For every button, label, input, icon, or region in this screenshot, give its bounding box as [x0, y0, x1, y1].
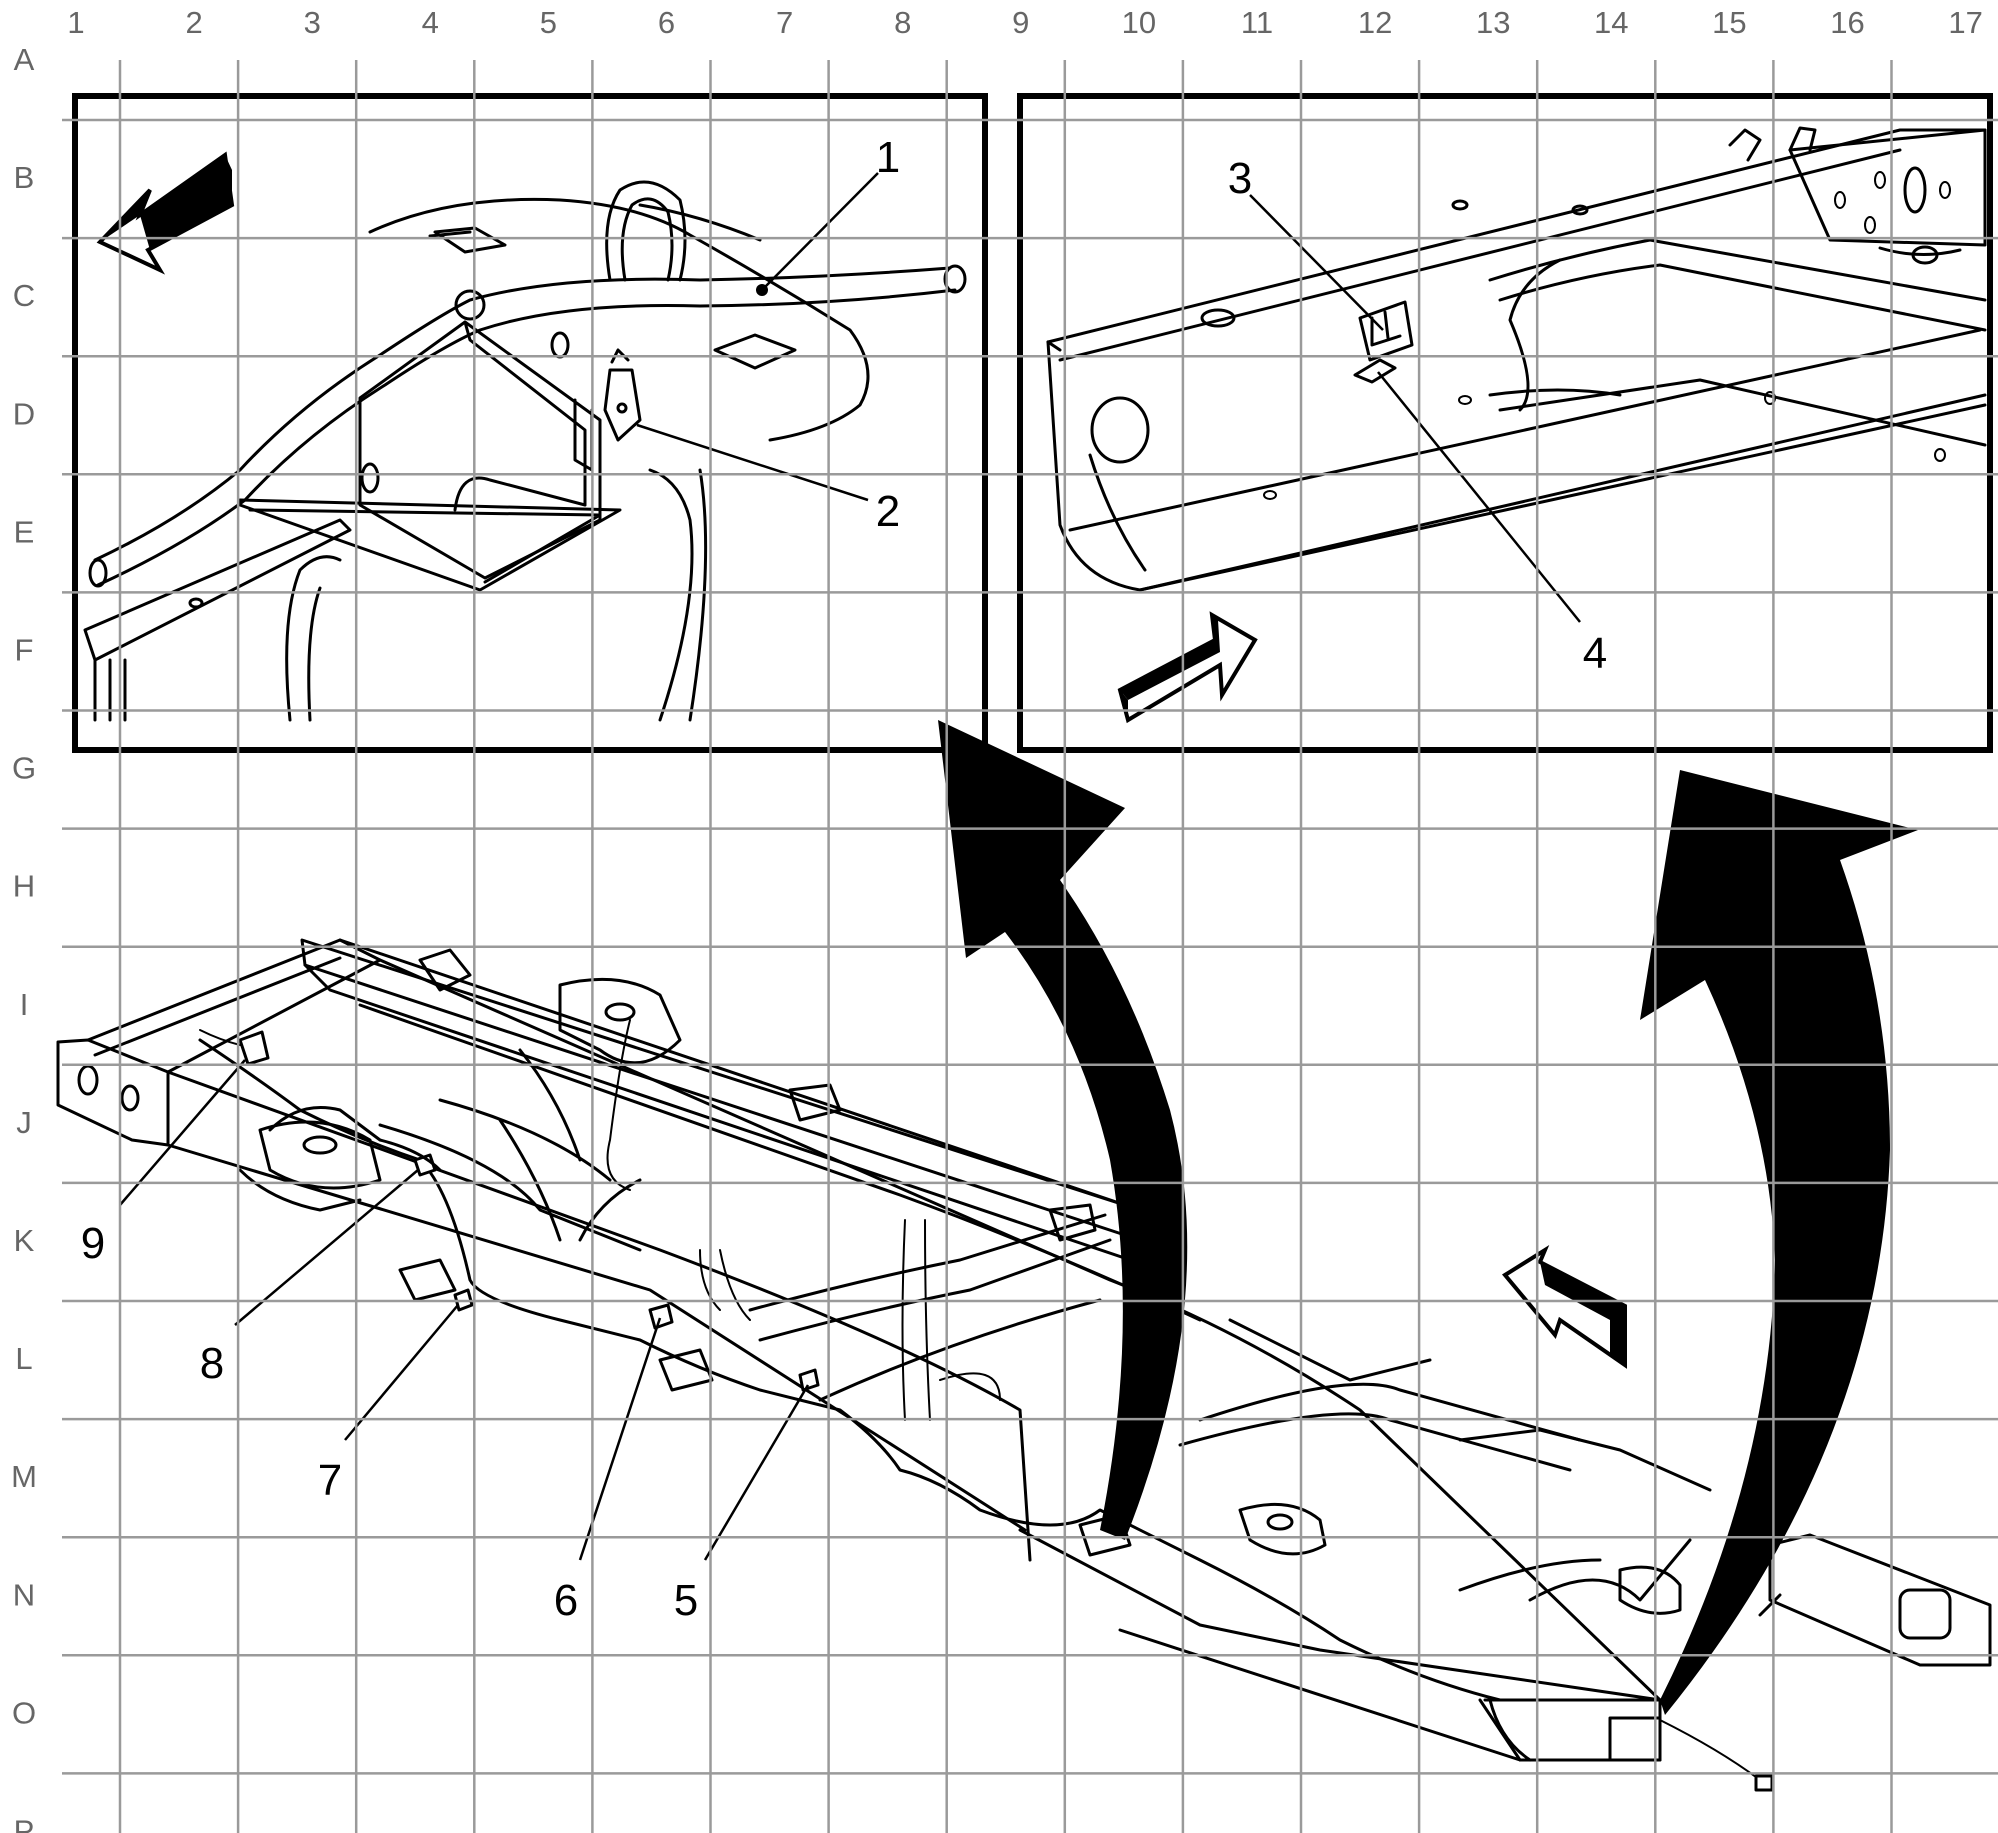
- grid-row-label: O: [12, 1695, 36, 1730]
- callout-5-leader: [703, 1384, 810, 1561]
- callout-1: 1: [876, 133, 900, 182]
- grid-row-label: B: [14, 160, 35, 195]
- grid-column-label: 10: [1122, 5, 1156, 40]
- grid-row-label: G: [12, 751, 36, 786]
- callout-9: 9: [81, 1219, 105, 1268]
- grid-column-label: 8: [894, 5, 911, 40]
- direction-arrow-left-icon: [96, 151, 235, 275]
- grid-row-label: M: [11, 1459, 37, 1494]
- grid-column-label: 1: [67, 5, 84, 40]
- callout-3-leader: [1249, 194, 1384, 331]
- grid-column-label: 9: [1012, 5, 1029, 40]
- grid-row-label: A: [14, 42, 35, 77]
- grid-column-label: 17: [1948, 5, 1982, 40]
- grid-row-label: D: [13, 396, 35, 431]
- grid-row-label: I: [20, 987, 29, 1022]
- grid-column-label: 7: [776, 5, 793, 40]
- grid-row-label: J: [16, 1105, 32, 1140]
- grid-row-label: P: [14, 1814, 35, 1833]
- grid-column-label: 16: [1830, 5, 1864, 40]
- curved-arrow-left-icon: [938, 720, 1188, 1540]
- grid-row-label: L: [15, 1341, 32, 1376]
- grid-column-label: 12: [1358, 5, 1392, 40]
- callout-2: 2: [876, 487, 900, 536]
- callout-6: 6: [554, 1576, 578, 1625]
- callout-8-leader: [234, 1169, 419, 1326]
- callout-4-leader: [1377, 371, 1581, 623]
- grid-row-label: E: [14, 514, 35, 549]
- callout-4: 4: [1583, 629, 1607, 678]
- grid-column-label: 6: [658, 5, 675, 40]
- callout-1-leader: [761, 172, 879, 291]
- direction-arrow-right-icon: [1117, 611, 1258, 724]
- grid-row-label: H: [13, 869, 35, 904]
- grid-row-label: K: [14, 1223, 35, 1258]
- direction-arrow-front-icon: [1501, 1244, 1627, 1369]
- grid-column-label: 4: [422, 5, 439, 40]
- detail-view-left: [72, 93, 988, 753]
- detail-frame-right: [1017, 93, 1993, 753]
- grid-row-label: F: [15, 633, 34, 668]
- grid-row-label: C: [13, 278, 35, 313]
- detail-view-right: [1017, 93, 1993, 753]
- callout-2-leader: [636, 423, 869, 502]
- callout-8: 8: [200, 1339, 224, 1388]
- callout-9-leader: [119, 1059, 246, 1206]
- callout-7-leader: [344, 1304, 459, 1441]
- grid-column-label: 15: [1712, 5, 1746, 40]
- detail-frame-left: [72, 93, 988, 753]
- grid-column-label: 11: [1241, 5, 1273, 40]
- grid-column-label: 14: [1594, 5, 1628, 40]
- grid-row-label: N: [13, 1577, 35, 1612]
- grid-column-label: 3: [304, 5, 321, 40]
- grid-column-label: 13: [1476, 5, 1510, 40]
- callout-3: 3: [1228, 154, 1252, 203]
- grid-column-label: 5: [540, 5, 557, 40]
- coordinate-grid: [62, 60, 1998, 1833]
- callout-5: 5: [674, 1576, 698, 1625]
- curved-arrow-right-icon: [1640, 770, 1918, 1715]
- grid-column-label: 2: [185, 5, 202, 40]
- callout-7: 7: [318, 1456, 342, 1505]
